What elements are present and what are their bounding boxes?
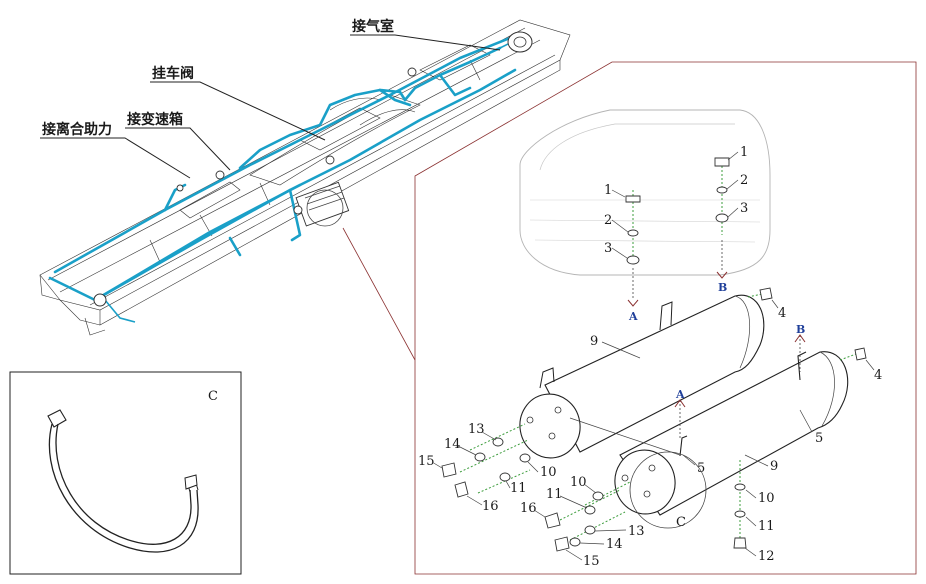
part-13-a: 13 (468, 422, 485, 437)
direction-a-mid: A (675, 388, 685, 401)
air-pipes (48, 36, 517, 323)
fittings-left-group (441, 423, 531, 498)
part-14-b: 14 (606, 537, 623, 552)
part-12-c: 12 (758, 549, 775, 564)
part-2-right: 2 (740, 173, 748, 188)
part-2-left: 2 (604, 213, 612, 228)
direction-b-top: B (718, 281, 727, 294)
part-11-b: 11 (546, 487, 563, 502)
part-15-b: 15 (583, 554, 600, 569)
part-10-b: 10 (570, 475, 587, 490)
direction-b-right: B (796, 323, 805, 336)
stack-left (611, 189, 641, 307)
detail-circle-c (629, 451, 707, 529)
part-9-bottom: 9 (770, 459, 778, 474)
callout-gearbox: 接变速箱 (127, 111, 183, 128)
part-13-b: 13 (628, 524, 645, 539)
part-1-left: 1 (604, 183, 612, 198)
part-16-b: 16 (520, 501, 537, 516)
part-11-c: 11 (758, 519, 775, 534)
part-10-a: 10 (540, 465, 557, 480)
detail-circle-chassis (306, 189, 344, 227)
detail-c-label: C (208, 389, 218, 404)
direction-a-top: A (628, 310, 638, 323)
part-3-left: 3 (604, 241, 612, 256)
detail-c-box (9, 371, 242, 575)
part-5-right: 5 (815, 431, 823, 446)
zoom-connector-line (342, 227, 416, 361)
callout-leaders (40, 34, 501, 179)
callout-air-chamber: 接气室 (352, 18, 394, 35)
callout-trailer-valve: 挂车阀 (152, 65, 194, 82)
part-4-right: 4 (874, 368, 882, 383)
fittings-lower-group (544, 481, 631, 552)
chassis-frame (39, 19, 571, 336)
part-15-a: 15 (418, 454, 435, 469)
direction-c-circle: C (676, 515, 686, 530)
callout-clutch-booster: 接离合助力 (42, 121, 112, 138)
part-9-top: 9 (590, 334, 598, 349)
part-14-a: 14 (444, 437, 461, 452)
air-tank-lower (569, 347, 867, 549)
part-16-a: 16 (482, 499, 499, 514)
stack-right (714, 151, 739, 279)
exploded-view-panel (414, 61, 917, 575)
part-10-c: 10 (758, 491, 775, 506)
tank-strap-detail (47, 409, 199, 553)
part-3-right: 3 (740, 201, 748, 216)
ghost-tank-body (519, 109, 771, 276)
part-4-top: 4 (778, 306, 786, 321)
part-5-mid: 5 (697, 461, 705, 476)
part-1-right: 1 (740, 145, 748, 160)
part-11-a: 11 (510, 481, 527, 496)
air-tank-upper (519, 287, 773, 459)
